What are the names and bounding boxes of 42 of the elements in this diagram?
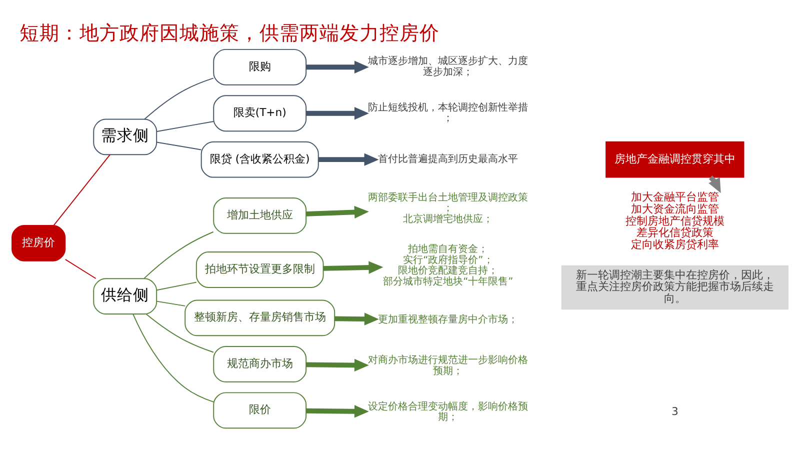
node-text: 两部委联手出台土地管理及调控政策； 北京调增宅地供应； <box>368 192 528 226</box>
arrow <box>323 261 384 274</box>
node-text: 更加重视整顿存量房中介市场； <box>378 314 518 326</box>
node-box: 限贷 (含收紧公积金) <box>200 141 319 178</box>
arrow <box>306 405 369 418</box>
connector <box>64 258 96 279</box>
node-text: 加大金融平台监管 加大资金流向监管 控制房地产信贷规模 差异化信贷政策 定向收紧房贷利率 <box>625 190 724 251</box>
node-box: 限购 <box>213 48 307 86</box>
node-text: 首付比普遍提高到历史最高水平 <box>378 154 518 166</box>
node-text: 防止短线投机，本轮调控创新性举措； <box>368 102 528 124</box>
node-box: 增加土地供应 <box>213 197 307 234</box>
node-box: 限价 <box>213 392 307 429</box>
arrow <box>306 60 369 74</box>
node-box: 控房价 <box>12 225 66 262</box>
node-box: 需求侧 <box>93 118 158 156</box>
node-text: 城市逐步增加、城区逐步扩大、力度逐步加深； <box>368 56 528 78</box>
node-box: 新一轮调控潮主要集中在控房价，因此，重点关注控房价政策方能把握市场后续走向。 <box>561 265 788 310</box>
connector <box>156 142 202 150</box>
arrow <box>306 206 369 219</box>
connector <box>156 282 197 291</box>
connector <box>156 300 186 306</box>
arrow <box>318 153 379 166</box>
arrow <box>306 358 369 372</box>
node-box: 拍地环节设置更多限制 <box>196 252 324 288</box>
label: 3 <box>671 405 678 418</box>
connector <box>146 314 214 353</box>
connector <box>156 120 214 132</box>
node-box: 限卖(T+n) <box>213 95 307 132</box>
node-text: 拍地需自有资金； 实行“政府指导价”； 限地价竞配建竞自持； 部分城市特定地块“十年限售” <box>383 244 514 288</box>
connector <box>53 154 110 226</box>
arrow <box>334 312 379 326</box>
node-text: 对商办市场进行规范进一步影响价格预期； <box>368 355 528 378</box>
node-text: 设定价格合理变动幅度，影响价格预期； <box>368 401 528 424</box>
node-box: 规范商办市场 <box>213 346 307 382</box>
connector <box>144 231 214 279</box>
diagram-title: 短期：地方政府因城施策，供需两端发力控房价 <box>19 22 440 45</box>
node-box: 房地产金融调控贯穿其中 <box>606 141 744 178</box>
connector <box>132 314 214 402</box>
node-box: 整顿新房、存量房销售市场 <box>184 300 336 336</box>
connector <box>144 78 214 120</box>
node-box: 供给侧 <box>93 278 158 314</box>
arrow <box>306 107 369 120</box>
